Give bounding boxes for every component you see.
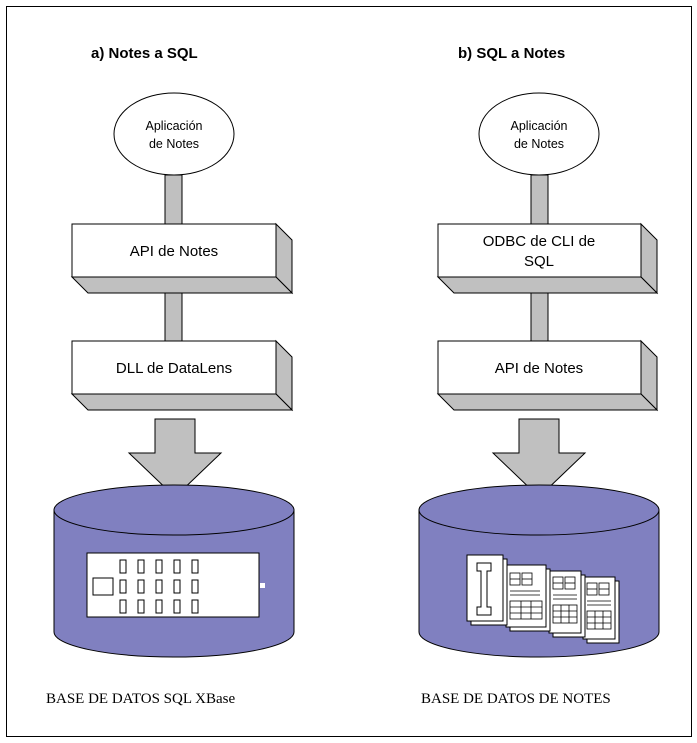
right-box-odbc-label-1: ODBC de CLI de bbox=[483, 233, 596, 250]
left-box-dll bbox=[70, 339, 294, 412]
right-box-api bbox=[436, 339, 659, 412]
right-connector-1 bbox=[530, 174, 549, 230]
right-down-arrow bbox=[491, 418, 587, 498]
right-box-odbc-label-2: SQL bbox=[524, 253, 554, 270]
left-caption: BASE DE DATOS SQL XBase bbox=[46, 691, 236, 707]
left-app-ellipse bbox=[113, 92, 235, 176]
left-box-api-label: API de Notes bbox=[130, 243, 218, 260]
right-heading: b) SQL a Notes bbox=[458, 45, 565, 62]
right-app-ellipse bbox=[478, 92, 600, 176]
left-app-label-2: de Notes bbox=[149, 137, 199, 151]
right-box-api-label: API de Notes bbox=[495, 360, 583, 377]
right-box-odbc bbox=[436, 222, 659, 295]
left-heading: a) Notes a SQL bbox=[91, 45, 198, 62]
diagram-canvas: a) Notes a SQL Aplicación de Notes API d… bbox=[46, 45, 660, 707]
left-app-label-1: Aplicación bbox=[146, 119, 203, 133]
notes-documents-icon bbox=[466, 554, 620, 644]
right-app-label-1: Aplicación bbox=[511, 119, 568, 133]
left-box-dll-label: DLL de DataLens bbox=[116, 360, 232, 377]
left-down-arrow bbox=[127, 418, 223, 498]
left-connector-1 bbox=[164, 174, 183, 230]
diagram-frame: a) Notes a SQL Aplicación de Notes API d… bbox=[6, 6, 692, 737]
table-grid-icon bbox=[86, 552, 265, 618]
right-app-label-2: de Notes bbox=[514, 137, 564, 151]
left-box-api bbox=[70, 222, 294, 295]
right-caption: BASE DE DATOS DE NOTES bbox=[421, 691, 611, 707]
